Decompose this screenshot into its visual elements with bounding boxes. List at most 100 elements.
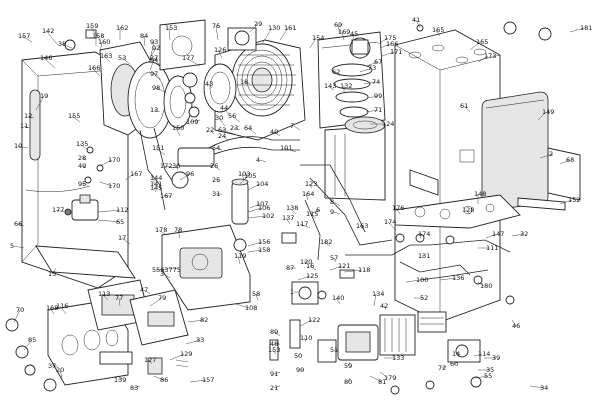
callout-label: 158 <box>258 246 270 254</box>
callout-label: 177 <box>52 206 64 214</box>
callout-label: 165 <box>432 26 444 34</box>
callout-label: 101 <box>280 144 292 152</box>
callout-label: 14 <box>452 350 460 358</box>
callout-label: 147 <box>492 230 504 238</box>
callout-label: 99 <box>374 92 382 100</box>
callout-label: 66 <box>14 220 22 228</box>
leader-line <box>215 25 219 41</box>
callout-label: 182 <box>320 238 332 246</box>
callout-label: 128 <box>462 206 474 214</box>
leader-line <box>55 209 67 213</box>
leader-line <box>117 377 123 381</box>
callout-label: 49 <box>78 162 86 170</box>
callout-label: 152 <box>568 196 580 204</box>
leader-line <box>273 131 281 137</box>
callout-label: 26 <box>210 162 218 170</box>
leader-line <box>233 127 241 131</box>
callout-label: 135 <box>76 140 88 148</box>
gas-valve-assembly <box>64 146 104 221</box>
leader-line <box>185 57 201 67</box>
callout-label: 15 <box>48 270 56 278</box>
callout-label: 93 <box>150 38 158 46</box>
callout-label: 81 <box>378 378 386 386</box>
callout-label: 37 <box>48 362 56 370</box>
pipework <box>139 127 511 281</box>
callout-label: 92 <box>152 44 160 52</box>
callout-label: 166 <box>88 64 100 72</box>
leader-line <box>17 223 25 227</box>
callout-label: 62 <box>332 68 340 76</box>
callout-label: 169 <box>338 28 350 36</box>
callout-label: 134 <box>372 290 384 298</box>
leader-line <box>143 35 146 47</box>
leader-line <box>463 105 471 113</box>
leader-line <box>539 153 554 159</box>
leader-line <box>247 249 263 253</box>
callout-label: 83 <box>130 384 138 392</box>
callout-label: 43 <box>205 80 213 88</box>
callout-label: 1 <box>290 288 294 296</box>
leader-line <box>343 269 363 273</box>
leader-line <box>351 33 355 47</box>
leader-line <box>469 41 481 51</box>
callout-label: 132 <box>340 82 352 90</box>
hydraulic-block <box>291 281 481 363</box>
callout-label: 36 <box>172 162 180 170</box>
leader-line <box>303 337 307 343</box>
callout-label: 133 <box>392 354 404 362</box>
leader-line <box>101 293 109 301</box>
leader-line <box>79 143 89 151</box>
callout-label: 150 <box>172 124 184 132</box>
leader-line <box>243 81 251 85</box>
leader-line <box>213 165 221 171</box>
callout-label: 77 <box>115 294 123 302</box>
callout-label: 42 <box>380 302 388 310</box>
callout-label: 67 <box>374 58 382 66</box>
callout-label: 165 <box>476 38 488 46</box>
leader-line <box>247 127 257 135</box>
callout-label: 113 <box>98 290 110 298</box>
callout-label: 90 <box>296 366 304 374</box>
leader-line <box>337 24 341 35</box>
leader-line <box>559 199 573 205</box>
leader-line <box>97 209 121 213</box>
callout-label: 57 <box>330 254 338 262</box>
callout-label: 61 <box>460 102 468 110</box>
leader-line <box>359 225 367 233</box>
callout-label: 76 <box>212 22 220 30</box>
callout-label: 126 <box>214 46 226 54</box>
leader-line <box>149 59 155 71</box>
leader-line <box>335 71 341 77</box>
leader-lines <box>13 19 585 389</box>
leader-line <box>297 353 301 357</box>
callout-label: 47 <box>140 286 148 294</box>
leader-line <box>569 27 585 33</box>
leader-line <box>455 351 459 355</box>
leader-line <box>383 305 387 311</box>
callout-label: 119 <box>234 252 246 260</box>
leader-line <box>175 127 181 137</box>
leader-line <box>379 43 391 49</box>
callout-label: 48 <box>270 340 278 348</box>
control-panel <box>5 224 251 392</box>
callout-label: 80 <box>344 378 352 386</box>
callout-label: 153 <box>268 346 280 354</box>
leader-line <box>419 233 423 239</box>
callout-label: 175 <box>384 34 396 42</box>
leader-line <box>209 129 215 135</box>
callout-label: 102 <box>262 212 274 220</box>
callout-label: 54 <box>212 144 220 152</box>
leader-line <box>305 193 309 201</box>
leader-line <box>13 245 25 249</box>
callout-label: 97 <box>150 70 158 78</box>
callout-label: 151 <box>152 144 164 152</box>
callout-label: 140 <box>332 294 344 302</box>
leader-line <box>405 279 421 283</box>
callout-label: 174 <box>384 218 396 226</box>
leader-line <box>285 217 291 225</box>
callout-label: 68 <box>566 156 574 164</box>
leader-line <box>23 339 33 351</box>
leader-line <box>283 147 297 153</box>
callout-label: 3 <box>160 270 164 278</box>
leader-line <box>59 305 67 315</box>
